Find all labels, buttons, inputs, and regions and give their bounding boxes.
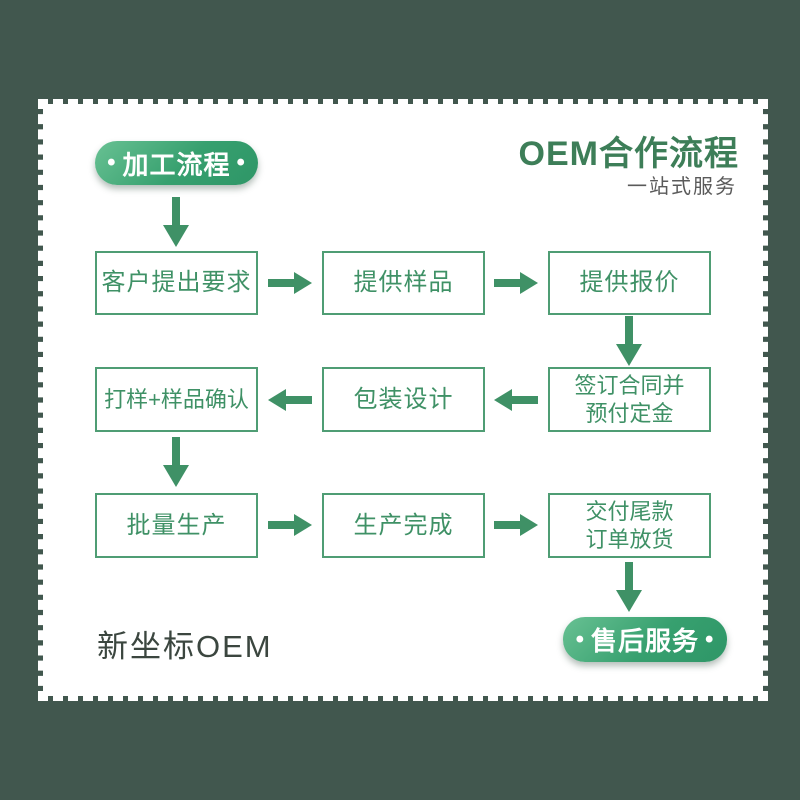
bullet-dot-icon: • bbox=[107, 149, 117, 176]
page-subtitle: 一站式服务 bbox=[627, 176, 737, 198]
box-label: 交付尾款 bbox=[585, 499, 674, 524]
arrow-right-icon bbox=[494, 270, 538, 296]
bullet-dot-icon: • bbox=[705, 625, 715, 653]
box-label: 签订合同并 bbox=[574, 373, 685, 398]
box-sign-contract-deposit: 签订合同并 预付定金 bbox=[548, 367, 711, 432]
box-label: 包装设计 bbox=[353, 385, 454, 413]
box-label: 提供报价 bbox=[579, 269, 680, 296]
box-customer-request: 客户提出要求 bbox=[95, 251, 258, 315]
arrow-right-icon bbox=[268, 512, 312, 538]
bullet-dot-icon: • bbox=[236, 149, 246, 176]
box-provide-quotation: 提供报价 bbox=[548, 251, 711, 315]
box-production-complete: 生产完成 bbox=[322, 493, 485, 558]
box-sampling-confirmation: 打样+样品确认 bbox=[95, 367, 258, 432]
box-packaging-design: 包装设计 bbox=[322, 367, 485, 432]
arrow-down-icon bbox=[614, 562, 644, 612]
arrow-right-icon bbox=[494, 512, 538, 538]
end-badge: • 售后服务 • bbox=[563, 617, 727, 662]
box-final-payment-shipment: 交付尾款 订单放货 bbox=[548, 493, 711, 558]
arrow-down-icon bbox=[614, 316, 644, 366]
box-label: 生产完成 bbox=[353, 511, 454, 539]
start-badge-label: 加工流程 bbox=[122, 149, 231, 180]
box-provide-samples: 提供样品 bbox=[322, 251, 485, 315]
box-label: 批量生产 bbox=[126, 511, 227, 539]
end-badge-label: 售后服务 bbox=[590, 626, 699, 656]
bullet-dot-icon: • bbox=[575, 625, 585, 653]
box-label: 客户提出要求 bbox=[101, 269, 252, 296]
arrow-right-icon bbox=[268, 270, 312, 296]
arrow-left-icon bbox=[494, 387, 538, 413]
box-mass-production: 批量生产 bbox=[95, 493, 258, 558]
box-label: 预付定金 bbox=[585, 400, 674, 426]
box-label: 订单放货 bbox=[585, 526, 674, 552]
box-label: 打样+样品确认 bbox=[104, 386, 249, 412]
arrow-left-icon bbox=[268, 387, 312, 413]
start-badge: • 加工流程 • bbox=[95, 141, 258, 185]
box-label: 提供样品 bbox=[353, 269, 454, 296]
brand-text: 新坐标OEM bbox=[97, 629, 273, 664]
flowchart-panel: OEM合作流程 一站式服务 • 加工流程 • bbox=[38, 99, 768, 701]
arrow-down-icon bbox=[161, 437, 191, 487]
arrow-down-icon bbox=[161, 197, 191, 247]
page-title: OEM合作流程 bbox=[518, 135, 739, 173]
